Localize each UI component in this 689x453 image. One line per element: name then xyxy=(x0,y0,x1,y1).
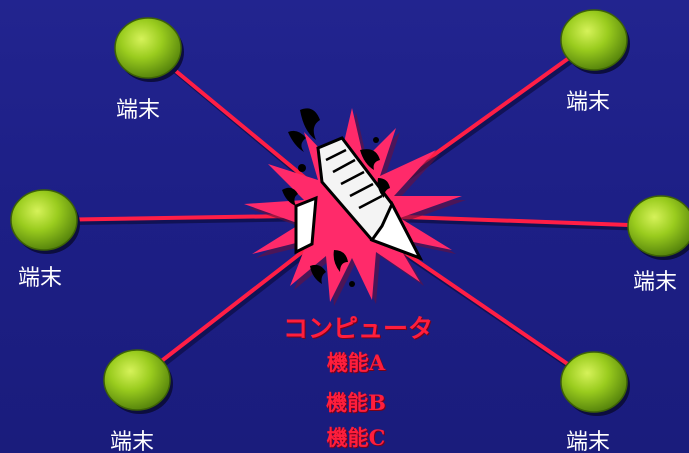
terminal-node-top-left xyxy=(114,17,184,82)
terminal-label-bottom-left: 端末 xyxy=(110,430,155,453)
terminal-label-bottom-right: 端末 xyxy=(566,430,611,453)
terminal-label-mid-right: 端末 xyxy=(633,270,678,295)
terminal-node-bottom-left xyxy=(103,349,173,414)
function-label-a: 機能A xyxy=(326,350,386,375)
terminal-node-mid-right xyxy=(627,195,689,260)
computer-label: コンピュータ xyxy=(282,314,433,343)
terminal-node-bottom-right xyxy=(560,351,630,416)
broken-computer-explosion-icon xyxy=(244,108,466,306)
terminal-label-top-right: 端末 xyxy=(566,90,611,115)
terminal-label-top-left: 端末 xyxy=(116,98,161,123)
terminal-nodes xyxy=(10,9,689,416)
terminal-label-mid-left: 端末 xyxy=(18,266,63,291)
terminal-node-top-right xyxy=(560,9,630,74)
function-label-c: 機能C xyxy=(326,425,386,450)
function-label-b: 機能B xyxy=(326,390,386,415)
terminal-node-mid-left xyxy=(10,189,80,254)
